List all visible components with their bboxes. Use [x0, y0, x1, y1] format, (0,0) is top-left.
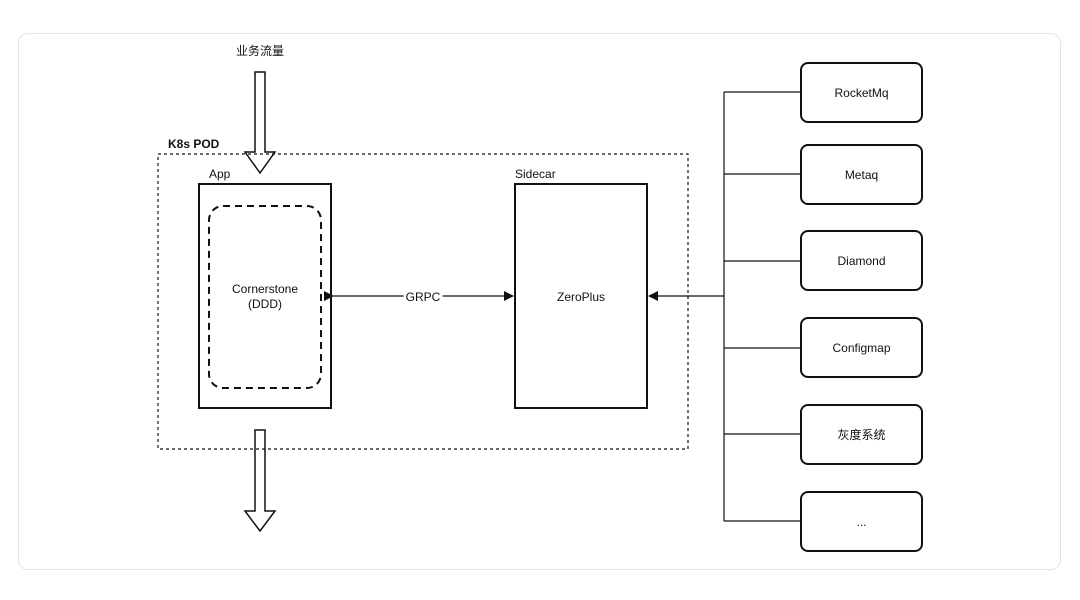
grpc-label: GRPC	[403, 290, 443, 304]
traffic-label: 业务流量	[235, 44, 285, 58]
service-grayscale: 灰度系统	[800, 404, 923, 465]
app-container	[198, 183, 332, 409]
zeroplus-box	[514, 183, 648, 409]
service-configmap: Configmap	[800, 317, 923, 378]
sidecar-label: Sidecar	[515, 167, 556, 181]
incoming-traffic-arrow	[243, 71, 277, 175]
cornerstone-label: Cornerstone	[231, 282, 299, 296]
k8s-pod-boundary	[157, 153, 689, 450]
outgoing-traffic-arrow	[243, 429, 277, 533]
app-label: App	[209, 167, 231, 181]
cornerstone-box	[208, 205, 322, 389]
k8s-pod-label: K8s POD	[168, 137, 220, 151]
zeroplus-label: ZeroPlus	[556, 290, 606, 304]
service-metaq: Metaq	[800, 144, 923, 205]
service-rocketmq: RocketMq	[800, 62, 923, 123]
service-more: ...	[800, 491, 923, 552]
service-diamond: Diamond	[800, 230, 923, 291]
cornerstone-subtitle: (DDD)	[248, 297, 282, 311]
